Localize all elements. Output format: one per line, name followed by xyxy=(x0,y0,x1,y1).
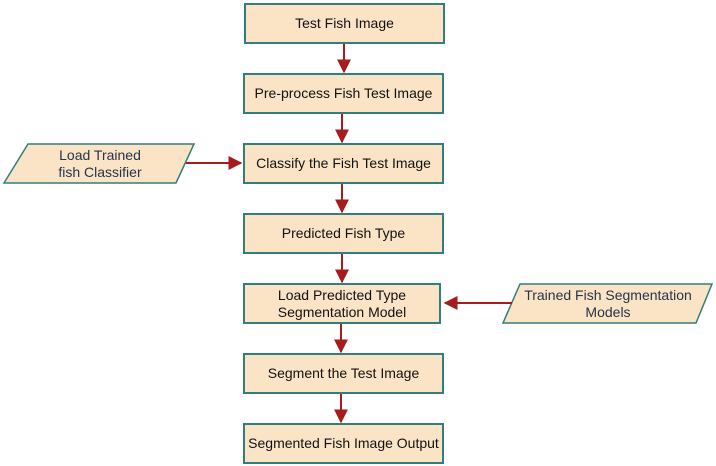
input-label-segmentation-models: Trained Fish Segmentation Models xyxy=(524,286,692,320)
input-parallelogram-segmentation-models xyxy=(501,283,714,324)
step-segment-image: Segment the Test Image xyxy=(243,353,444,394)
input-parallelogram-classifier xyxy=(2,143,196,184)
step-predicted-fish-type: Predicted Fish Type xyxy=(243,213,444,254)
step-preprocess-image: Pre-process Fish Test Image xyxy=(243,73,444,114)
step-segmented-output: Segmented Fish Image Output xyxy=(243,423,444,464)
step-test-fish-image: Test Fish Image xyxy=(244,3,445,44)
step-classify-image: Classify the Fish Test Image xyxy=(243,143,444,184)
step-load-segmentation-model: Load Predicted Type Segmentation Model xyxy=(243,283,441,324)
input-label-classifier: Load Trained fish Classifier xyxy=(58,146,142,180)
